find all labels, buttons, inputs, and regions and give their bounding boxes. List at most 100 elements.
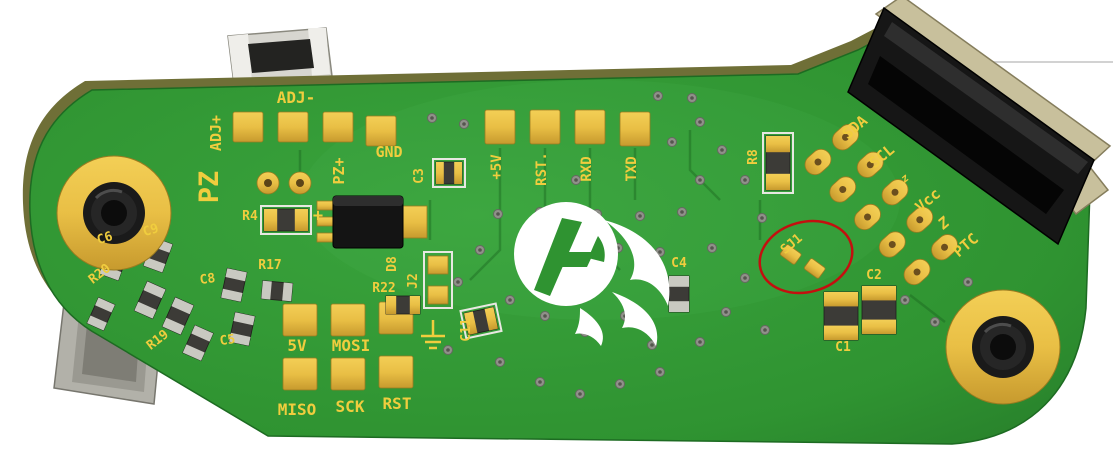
pad-hole — [891, 188, 899, 196]
label-rxd: RXD — [579, 156, 595, 181]
smd-pad — [365, 115, 397, 147]
pad-hole — [264, 179, 272, 187]
via-hole — [720, 148, 724, 152]
via-hole — [430, 116, 434, 120]
via-hole — [574, 178, 578, 182]
pad-hole — [814, 158, 822, 166]
pad-hole — [913, 268, 921, 276]
via-hole — [478, 248, 482, 252]
smd-pad — [574, 109, 606, 145]
via-hole — [456, 280, 460, 284]
via-hole — [670, 140, 674, 144]
annotation-circle-sj1 — [758, 219, 854, 295]
voltage-regulator — [316, 195, 428, 249]
smd-component — [161, 296, 195, 336]
smd-pad — [282, 303, 318, 337]
pad-hole — [916, 216, 924, 224]
pad-hole — [864, 213, 872, 221]
label-txd: TXD — [624, 156, 640, 181]
via-hole — [650, 343, 654, 347]
label-gnd: GND — [375, 143, 402, 161]
smd-pad — [529, 109, 561, 145]
pad-hole — [866, 161, 874, 169]
top-right-connector — [847, 0, 1112, 246]
label-c4: C4 — [671, 256, 687, 271]
smd-component — [385, 295, 421, 315]
label-c3: C3 — [412, 168, 427, 184]
label-pz: PZ — [194, 171, 225, 204]
angled-header-pads — [804, 124, 958, 286]
label-c6: C6 — [95, 229, 115, 248]
label-c8: C8 — [199, 271, 217, 288]
via-hole — [710, 246, 714, 250]
pad-hole — [841, 133, 849, 141]
left-mount-pad — [56, 155, 172, 271]
via-hole — [638, 214, 642, 218]
label-d8: D8 — [385, 256, 400, 272]
label-pz-plus: PZ+ — [330, 157, 348, 184]
via-hole — [933, 320, 937, 324]
smd-component — [182, 324, 214, 362]
label-r17: R17 — [258, 258, 281, 273]
label-adj-minus: ADJ- — [277, 88, 316, 107]
smd-pad — [322, 111, 354, 143]
via-hole — [578, 392, 582, 396]
ground-symbol-icon — [421, 320, 445, 350]
smd-pad — [282, 357, 318, 391]
via-hole — [680, 210, 684, 214]
connector-j2-footprint — [423, 251, 453, 309]
copper-traces — [298, 130, 946, 323]
label-c11: C11 — [459, 318, 474, 342]
label-isp-sck: SCK — [336, 397, 365, 416]
pad-hole — [296, 179, 304, 187]
via-hole — [966, 280, 970, 284]
pad-hole — [839, 185, 847, 193]
smd-component — [220, 267, 248, 303]
via-hole — [743, 178, 747, 182]
via-hole — [658, 250, 662, 254]
smd-pad — [619, 111, 651, 147]
smd-component — [86, 297, 116, 331]
label-r8: R8 — [746, 149, 761, 165]
via-hole — [656, 94, 660, 98]
smd-pad — [232, 111, 264, 143]
label-isp-mosi: MOSI — [332, 336, 371, 355]
right-mount-pad — [945, 289, 1061, 405]
smd-component — [260, 205, 312, 235]
smd-pad — [484, 109, 516, 145]
via-hole — [658, 370, 662, 374]
via-hole — [543, 314, 547, 318]
smd-component — [861, 285, 897, 335]
via-hole — [724, 310, 728, 314]
pad-hole — [888, 240, 896, 248]
via-hole — [760, 216, 764, 220]
via-hole — [690, 96, 694, 100]
via-hole — [498, 360, 502, 364]
label-j2: J2 — [406, 273, 421, 289]
label-isp-miso: MISO — [278, 400, 317, 419]
smd-component — [228, 311, 256, 347]
label-c1: C1 — [835, 340, 851, 355]
via-hole — [698, 120, 702, 124]
polarity-plus-marker: + — [313, 206, 323, 226]
sj1-jumper-pad — [779, 244, 802, 265]
via-hole — [462, 122, 466, 126]
smd-pad — [330, 357, 366, 391]
label-r4: R4 — [242, 209, 258, 224]
via-hole — [508, 298, 512, 302]
pad-hole — [941, 243, 949, 251]
smd-component — [432, 158, 466, 188]
via-hole — [446, 348, 450, 352]
smd-pad — [277, 111, 309, 143]
board-sheen — [300, 80, 900, 320]
label-5v-pad: +5V — [489, 154, 505, 180]
label-adj-plus: ADJ+ — [207, 115, 225, 151]
smd-component — [762, 132, 794, 194]
top-tab-connector — [227, 27, 333, 85]
via-hole — [496, 212, 500, 216]
via-hole — [698, 340, 702, 344]
smd-component — [133, 280, 167, 320]
label-c2: C2 — [866, 268, 882, 283]
label-c9: C9 — [141, 221, 161, 240]
